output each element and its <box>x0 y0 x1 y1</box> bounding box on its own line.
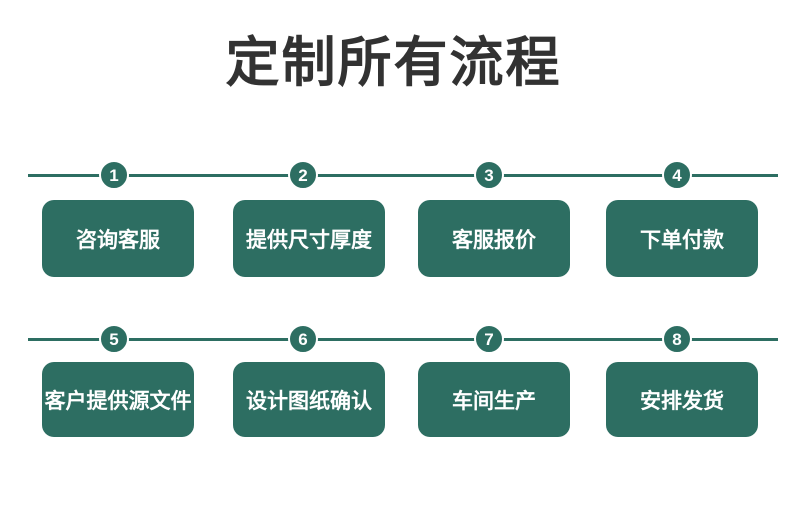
step-6-number-badge: 6 <box>288 324 318 354</box>
step-5-number: 5 <box>109 329 119 349</box>
step-6-number: 6 <box>298 329 308 349</box>
step-8-label: 安排发货 <box>640 389 724 413</box>
page-title: 定制所有流程 <box>225 33 562 93</box>
step-8-box: 安排发货 <box>606 362 758 437</box>
step-7-label: 车间生产 <box>452 389 536 413</box>
step-2-label: 提供尺寸厚度 <box>246 228 372 252</box>
step-7-number-badge: 7 <box>474 324 504 354</box>
step-1-number-badge: 1 <box>99 160 129 190</box>
step-8-number-badge: 8 <box>662 324 692 354</box>
step-1-label: 咨询客服 <box>76 228 160 252</box>
step-4-number: 4 <box>672 165 682 185</box>
step-7-box: 车间生产 <box>418 362 570 437</box>
step-3-box: 客服报价 <box>418 200 570 277</box>
step-2-box: 提供尺寸厚度 <box>233 200 385 277</box>
step-6-box: 设计图纸确认 <box>233 362 385 437</box>
step-5-label: 客户提供源文件 <box>44 389 192 413</box>
step-3-number-badge: 3 <box>474 160 504 190</box>
timeline-row-2 <box>28 338 778 341</box>
step-7-number: 7 <box>484 329 494 349</box>
step-2-number-badge: 2 <box>288 160 318 190</box>
step-4-number-badge: 4 <box>662 160 692 190</box>
step-1-box: 咨询客服 <box>42 200 194 277</box>
step-6-label: 设计图纸确认 <box>246 389 372 413</box>
step-3-label: 客服报价 <box>452 228 536 252</box>
step-1-number: 1 <box>109 165 119 185</box>
timeline-row-1 <box>28 174 778 177</box>
step-5-number-badge: 5 <box>99 324 129 354</box>
step-5-box: 客户提供源文件 <box>42 362 194 437</box>
step-4-box: 下单付款 <box>606 200 758 277</box>
step-4-label: 下单付款 <box>640 228 724 252</box>
step-2-number: 2 <box>298 165 308 185</box>
step-8-number: 8 <box>672 329 682 349</box>
step-3-number: 3 <box>484 165 494 185</box>
